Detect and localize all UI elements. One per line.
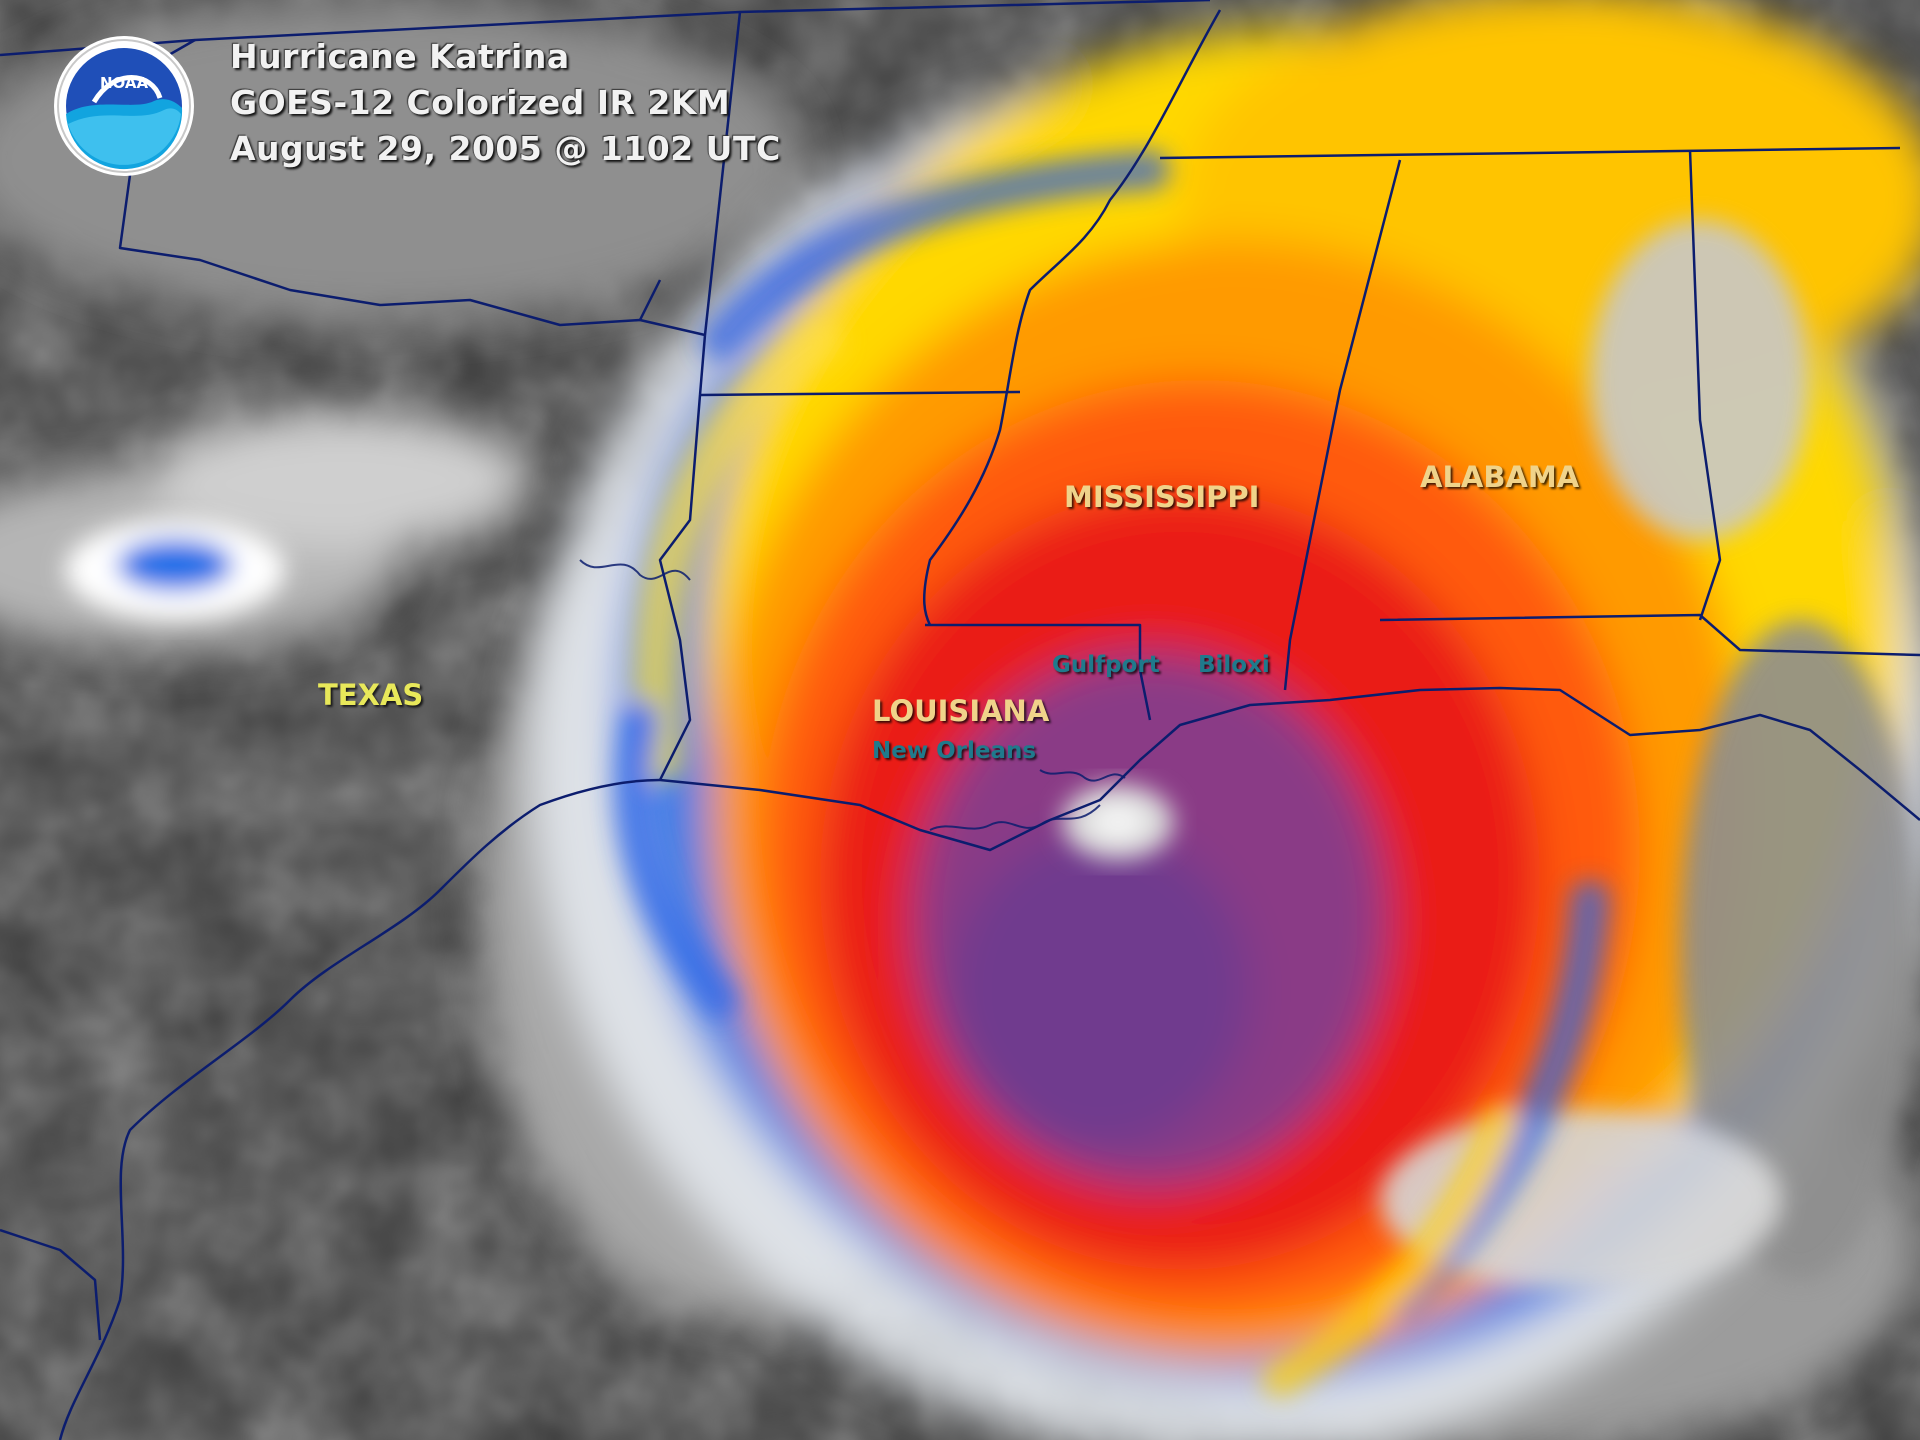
- city-label-gulfport: Gulfport: [1052, 652, 1160, 678]
- noaa-logo-text: NOAA: [100, 74, 149, 92]
- state-label-alabama: ALABAMA: [1420, 460, 1580, 494]
- title-storm-name: Hurricane Katrina: [230, 37, 570, 76]
- state-label-louisiana: LOUISIANA: [872, 694, 1050, 728]
- city-label-biloxi: Biloxi: [1198, 652, 1270, 678]
- state-label-mississippi: MISSISSIPPI: [1064, 480, 1260, 514]
- noaa-logo: NOAA: [54, 36, 194, 176]
- title-datetime: August 29, 2005 @ 1102 UTC: [230, 129, 781, 168]
- state-label-texas: TEXAS: [318, 678, 424, 712]
- title-block: Hurricane Katrina GOES-12 Colorized IR 2…: [230, 34, 781, 172]
- city-label-new-orleans: New Orleans: [872, 738, 1037, 764]
- title-sensor: GOES-12 Colorized IR 2KM: [230, 83, 731, 122]
